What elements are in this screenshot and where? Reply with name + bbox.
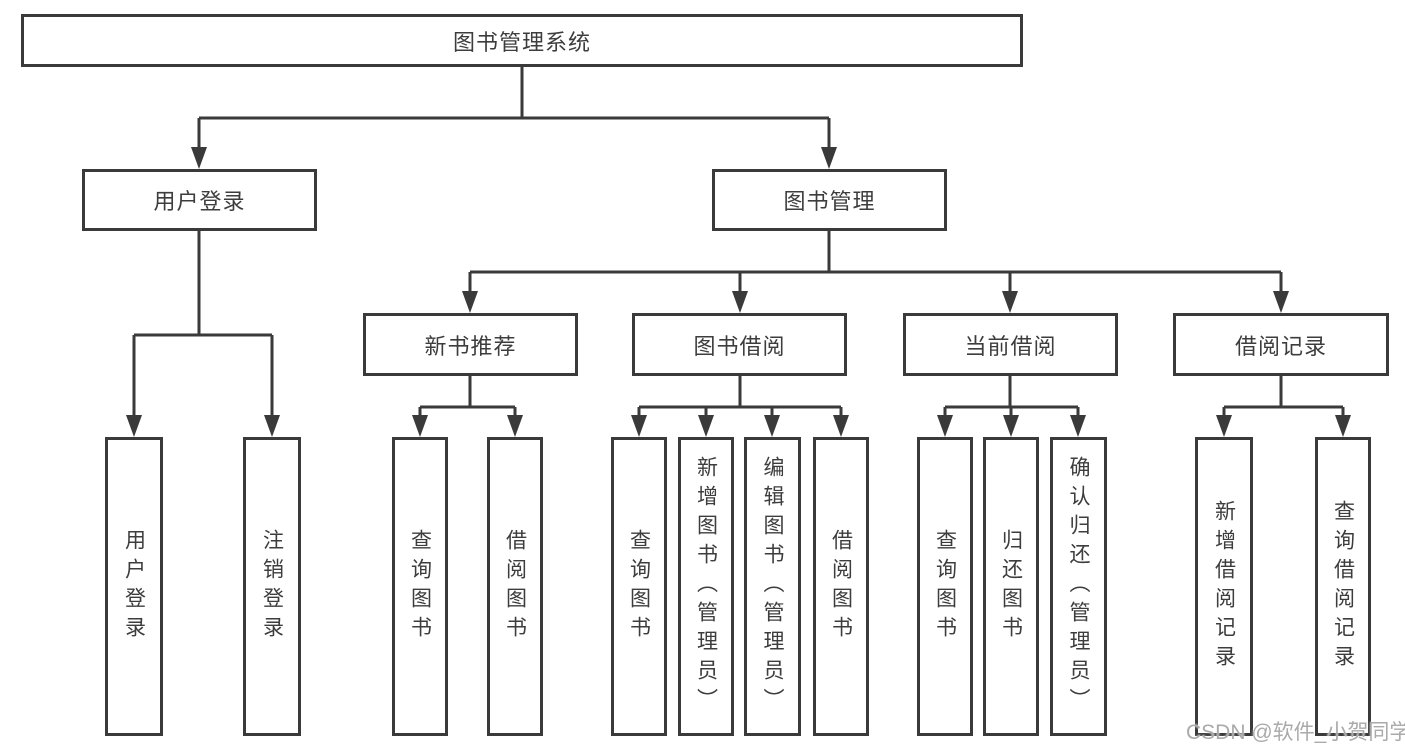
arrow-down-icon: [821, 147, 837, 169]
node-label: 图书借阅: [693, 333, 786, 359]
arrow-down-icon: [462, 291, 478, 313]
connector-current-borrow: [937, 376, 1086, 437]
node-label: 查询图书: [408, 528, 432, 645]
node-label: 注销登录: [260, 528, 284, 645]
arrow-down-icon: [1273, 291, 1289, 313]
connector-book-borrow: [631, 376, 849, 437]
arrow-down-icon: [937, 415, 953, 437]
leaf-borrow-books: 借阅图书: [813, 437, 869, 736]
arrow-down-icon: [126, 415, 142, 437]
node-label: 新增图书（管理员）: [694, 456, 718, 717]
leaf-logout: 注销登录: [243, 437, 301, 736]
node-book-borrow: 图书借阅: [632, 313, 847, 376]
arrow-down-icon: [1002, 291, 1018, 313]
arrow-down-icon: [264, 415, 280, 437]
arrow-down-icon: [764, 415, 780, 437]
leaf-query-books-current: 查询图书: [917, 437, 973, 736]
node-label: 借阅图书: [503, 528, 527, 645]
arrow-down-icon: [191, 147, 207, 169]
arrow-down-icon: [1003, 415, 1019, 437]
arrow-down-icon: [698, 415, 714, 437]
node-label: 借阅记录: [1234, 333, 1327, 359]
arrow-down-icon: [1070, 415, 1086, 437]
leaf-user-login: 用户登录: [105, 437, 163, 736]
node-label: 借阅图书: [829, 528, 853, 645]
node-label: 图书管理系统: [452, 29, 591, 55]
arrow-down-icon: [507, 415, 523, 437]
leaf-borrow-books-recommend: 借阅图书: [487, 437, 543, 736]
node-user-login: 用户登录: [82, 169, 317, 231]
node-label: 新书推荐: [424, 333, 517, 359]
node-label: 确认归还（管理员）: [1067, 456, 1090, 717]
arrow-down-icon: [1335, 415, 1351, 437]
connector-book-management: [462, 231, 1289, 313]
leaf-add-borrow-record: 新增借阅记录: [1195, 437, 1253, 736]
leaf-edit-book-admin: 编辑图书（管理员）: [744, 437, 801, 736]
node-label: 新增借阅记录: [1212, 499, 1236, 674]
node-label: 图书管理: [783, 189, 876, 214]
connector-new-book-recommend: [412, 376, 523, 437]
node-label: 查询图书: [627, 528, 651, 645]
leaf-add-book-admin: 新增图书（管理员）: [678, 437, 734, 736]
leaf-query-books-borrow: 查询图书: [611, 437, 667, 736]
node-label: 查询图书: [933, 528, 957, 645]
node-current-borrow: 当前借阅: [903, 313, 1118, 376]
node-borrow-records: 借阅记录: [1173, 313, 1389, 376]
leaf-query-borrow-record: 查询借阅记录: [1315, 437, 1371, 736]
node-root-library-system: 图书管理系统: [21, 14, 1023, 67]
arrow-down-icon: [732, 291, 748, 313]
node-label: 用户登录: [122, 528, 146, 645]
node-label: 当前借阅: [964, 333, 1057, 359]
arrow-down-icon: [631, 415, 647, 437]
node-book-management: 图书管理: [712, 169, 947, 231]
arrow-down-icon: [833, 415, 849, 437]
node-label: 查询借阅记录: [1331, 499, 1355, 674]
leaf-confirm-return-admin: 确认归还（管理员）: [1050, 437, 1107, 736]
connector-root: [191, 67, 837, 169]
arrow-down-icon: [412, 415, 428, 437]
leaf-return-book: 归还图书: [983, 437, 1039, 736]
node-label: 编辑图书（管理员）: [761, 456, 784, 717]
csdn-watermark: CSDN @软件_小贺同学: [1186, 721, 1405, 744]
node-label: 用户登录: [153, 189, 246, 214]
leaf-query-books-recommend: 查询图书: [392, 437, 448, 736]
connector-borrow-records: [1216, 376, 1351, 437]
node-label: 归还图书: [999, 528, 1023, 645]
node-new-book-recommend: 新书推荐: [363, 313, 578, 376]
connector-user-login: [126, 231, 280, 437]
arrow-down-icon: [1216, 415, 1232, 437]
